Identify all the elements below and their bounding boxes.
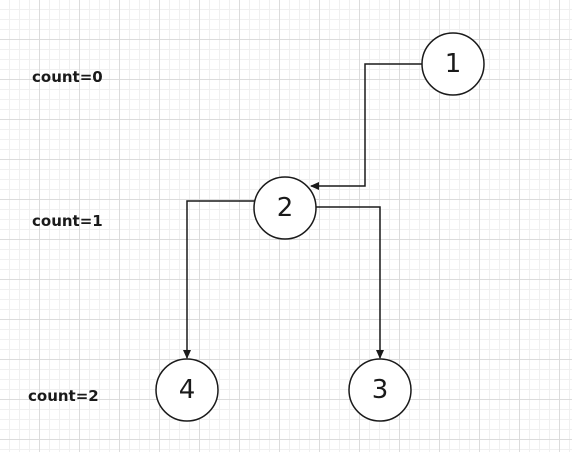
- node-2-label: 2: [277, 193, 294, 223]
- level-label-count-2: count=2: [28, 387, 99, 405]
- node-1: 1: [421, 32, 485, 96]
- node-1-circle: [421, 32, 485, 96]
- node-3-label: 3: [372, 375, 389, 405]
- level-label-count-0: count=0: [32, 68, 103, 86]
- edge-2-to-3: [316, 206, 384, 359]
- node-2-circle: [253, 176, 317, 240]
- node-4-label: 4: [179, 375, 196, 405]
- node-2: 2: [253, 176, 317, 240]
- level-label-count-1: count=1: [32, 212, 103, 230]
- node-3-circle: [348, 358, 412, 422]
- node-4: 4: [155, 358, 219, 422]
- node-3: 3: [348, 358, 412, 422]
- edge-2-to-4: [183, 200, 255, 359]
- node-4-circle: [155, 358, 219, 422]
- edge-1-to-2: [310, 63, 422, 190]
- node-1-label: 1: [445, 49, 462, 79]
